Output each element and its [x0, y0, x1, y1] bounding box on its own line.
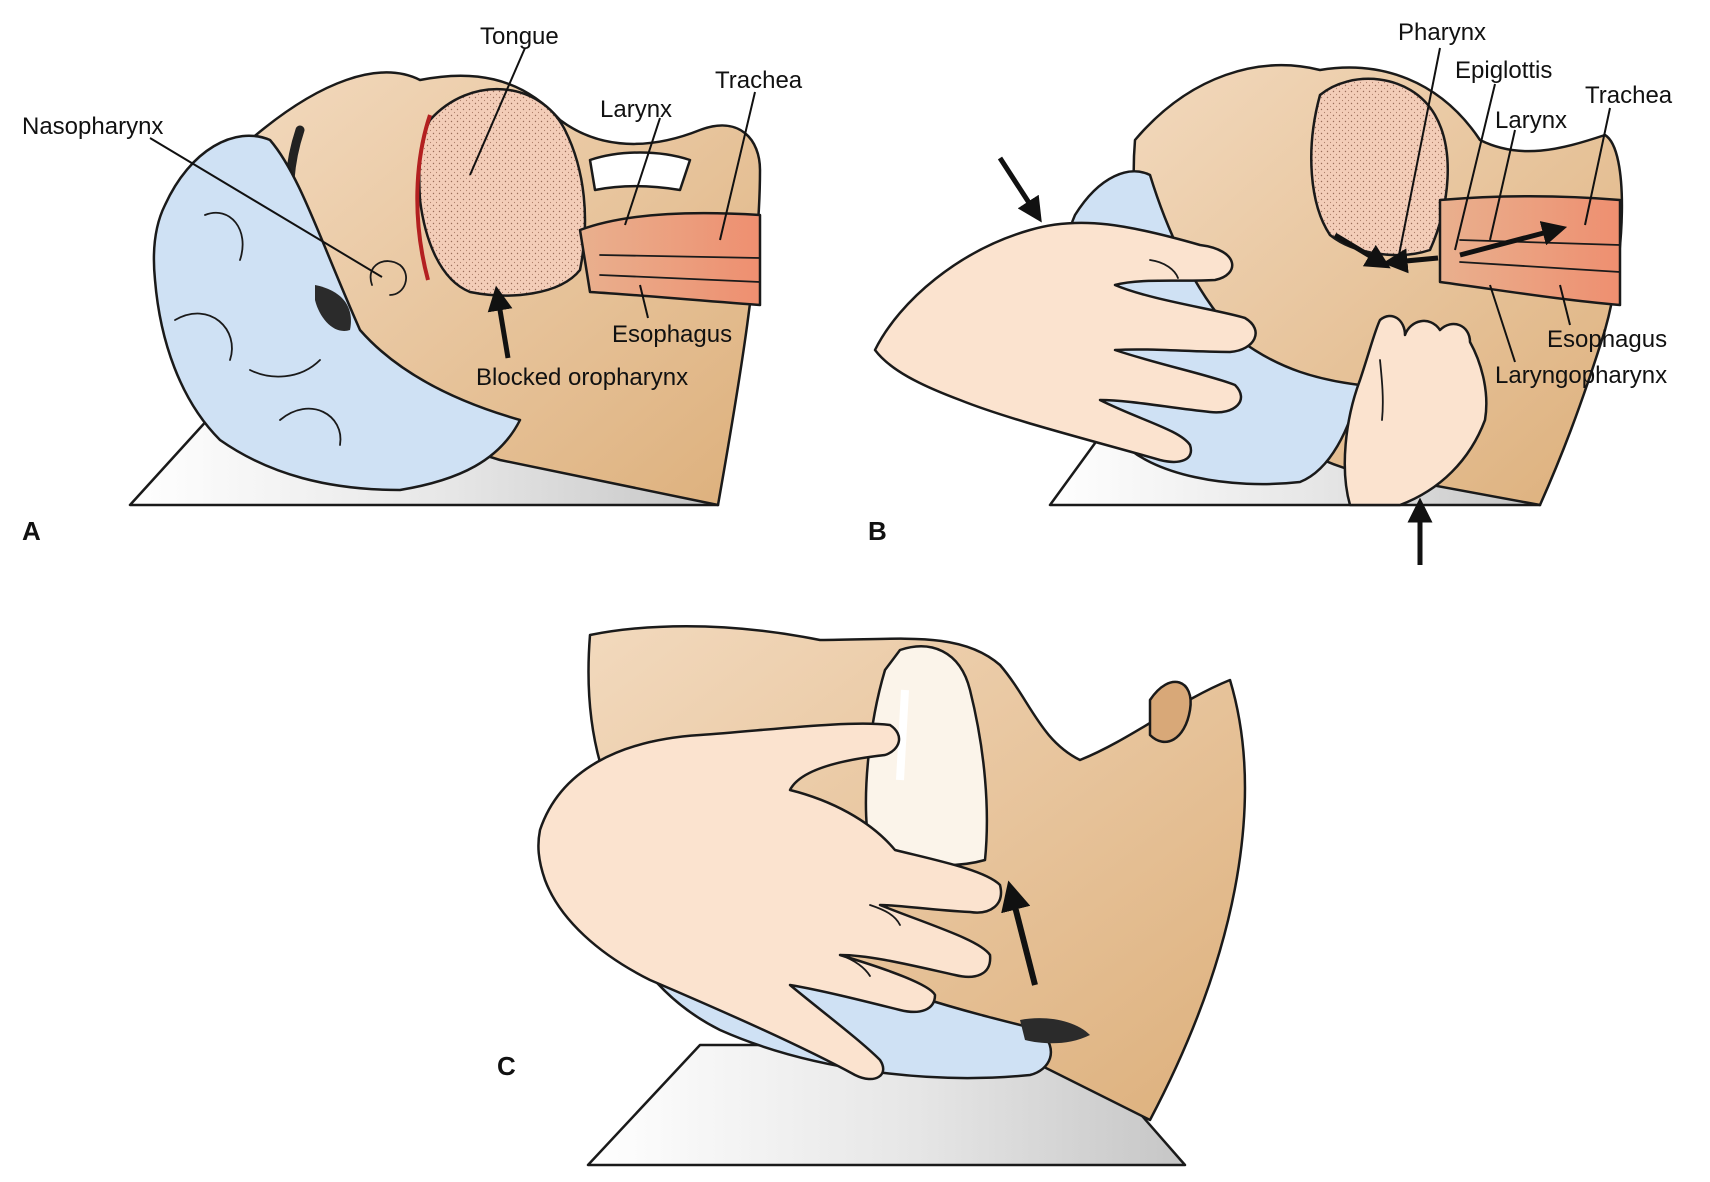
- panel-letter-a: A: [22, 516, 41, 546]
- panel-letter-b: B: [868, 516, 887, 546]
- airway-arrow-1: [1333, 232, 1391, 269]
- jaw-thrust-arrow: [1001, 880, 1038, 986]
- label-larynx: Larynx: [600, 96, 672, 123]
- label-blocked-oropharynx: Blocked oropharynx: [476, 364, 688, 391]
- ear: [1148, 680, 1192, 744]
- panel-c: C: [497, 625, 1247, 1167]
- left-hand: [873, 221, 1257, 464]
- label-esophagus: Esophagus: [612, 321, 732, 348]
- hair-patch: [1020, 1018, 1090, 1044]
- label-esophagus: Esophagus: [1547, 326, 1667, 353]
- pharynx-wall: [415, 114, 432, 281]
- blocked-oropharynx-arrow: [487, 285, 513, 359]
- panel-a: Tongue Trachea Nasopharynx Larynx Esopha…: [22, 23, 803, 546]
- panel-letter-c: C: [497, 1051, 516, 1081]
- tongue-shape: [418, 88, 587, 297]
- label-trachea: Trachea: [1585, 82, 1673, 109]
- teeth: [896, 689, 909, 781]
- airway-arrow-2: [1382, 248, 1439, 274]
- label-laryngopharynx: Laryngopharynx: [1495, 362, 1667, 389]
- push-arrow-forehead: [997, 156, 1042, 223]
- rescuer-hand: [537, 722, 1003, 1081]
- tongue-shape: [1310, 77, 1449, 257]
- label-trachea: Trachea: [715, 67, 803, 94]
- label-pharynx: Pharynx: [1398, 19, 1486, 46]
- airway-arrow-3: [1459, 221, 1568, 258]
- label-tongue: Tongue: [480, 23, 559, 50]
- label-epiglottis: Epiglottis: [1455, 57, 1552, 84]
- collar: [588, 151, 692, 192]
- trachea-tube: [578, 211, 762, 307]
- label-larynx: Larynx: [1495, 107, 1567, 134]
- mouth-opening: [864, 645, 989, 867]
- panel-b: Pharynx Epiglottis Trachea Larynx Esopha…: [868, 19, 1673, 565]
- hair-patch: [315, 285, 351, 331]
- label-nasopharynx: Nasopharynx: [22, 113, 163, 140]
